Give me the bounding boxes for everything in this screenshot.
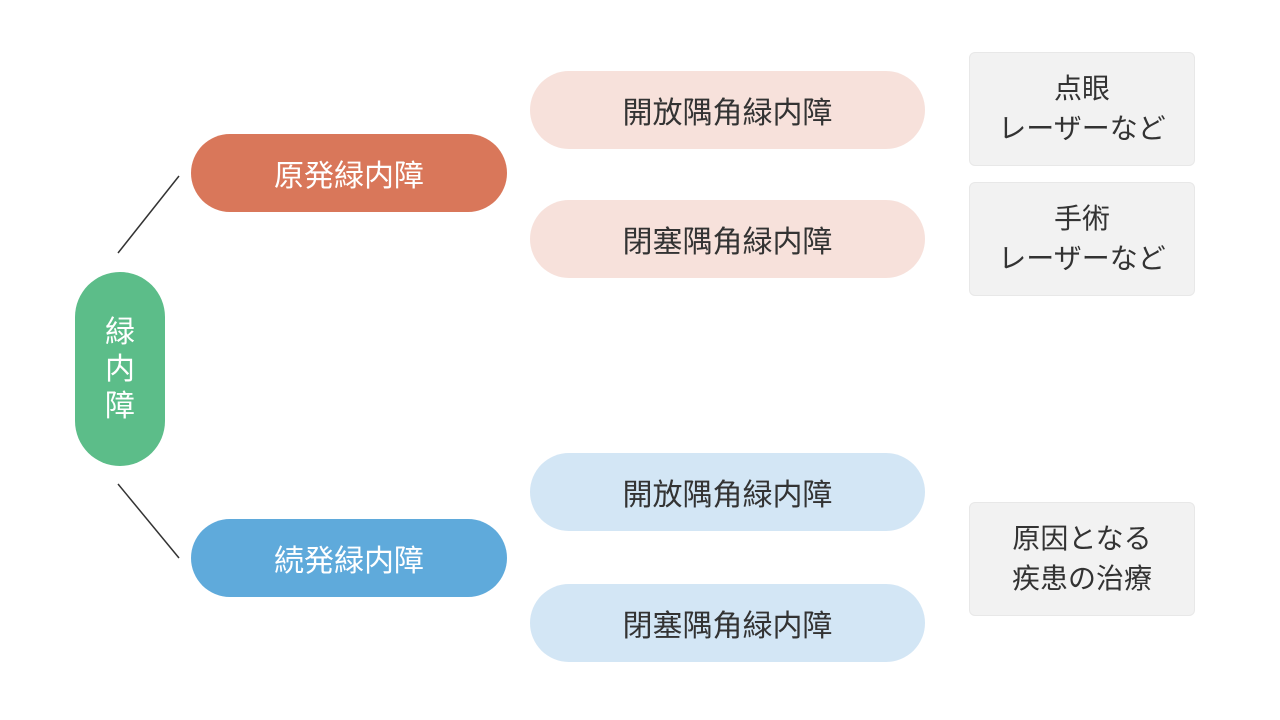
branch-primary-glaucoma: 原発緑内障	[191, 134, 507, 212]
treatment-line-2: レーザーなど	[998, 112, 1166, 145]
leaf-secondary-open-angle: 開放隅角緑内障	[530, 453, 925, 531]
treatment-line-2: 疾患の治療	[1011, 562, 1152, 595]
leaf-primary-open-angle: 開放隅角緑内障	[530, 71, 925, 149]
treatment-box-underlying-disease: 原因となる 疾患の治療	[969, 502, 1195, 616]
root-char-2: 内	[105, 351, 135, 387]
treatment-box-eyedrops: 点眼 レーザーなど	[969, 52, 1195, 166]
root-node-glaucoma: 緑 内 障	[75, 272, 165, 466]
treatment-line-2: レーザーなど	[998, 242, 1166, 275]
treatment-box-surgery: 手術 レーザーなど	[969, 182, 1195, 296]
root-char-3: 障	[105, 388, 135, 424]
treatment-line-1: 原因となる	[1012, 522, 1152, 555]
connector-root-to-primary	[117, 175, 180, 254]
root-char-1: 緑	[105, 314, 135, 350]
branch-secondary-glaucoma: 続発緑内障	[191, 519, 507, 597]
treatment-line-1: 手術	[1053, 202, 1110, 235]
treatment-line-1: 点眼	[1053, 72, 1110, 105]
connector-root-to-secondary	[117, 483, 180, 559]
leaf-primary-closed-angle: 閉塞隅角緑内障	[530, 200, 925, 278]
leaf-secondary-closed-angle: 閉塞隅角緑内障	[530, 584, 925, 662]
